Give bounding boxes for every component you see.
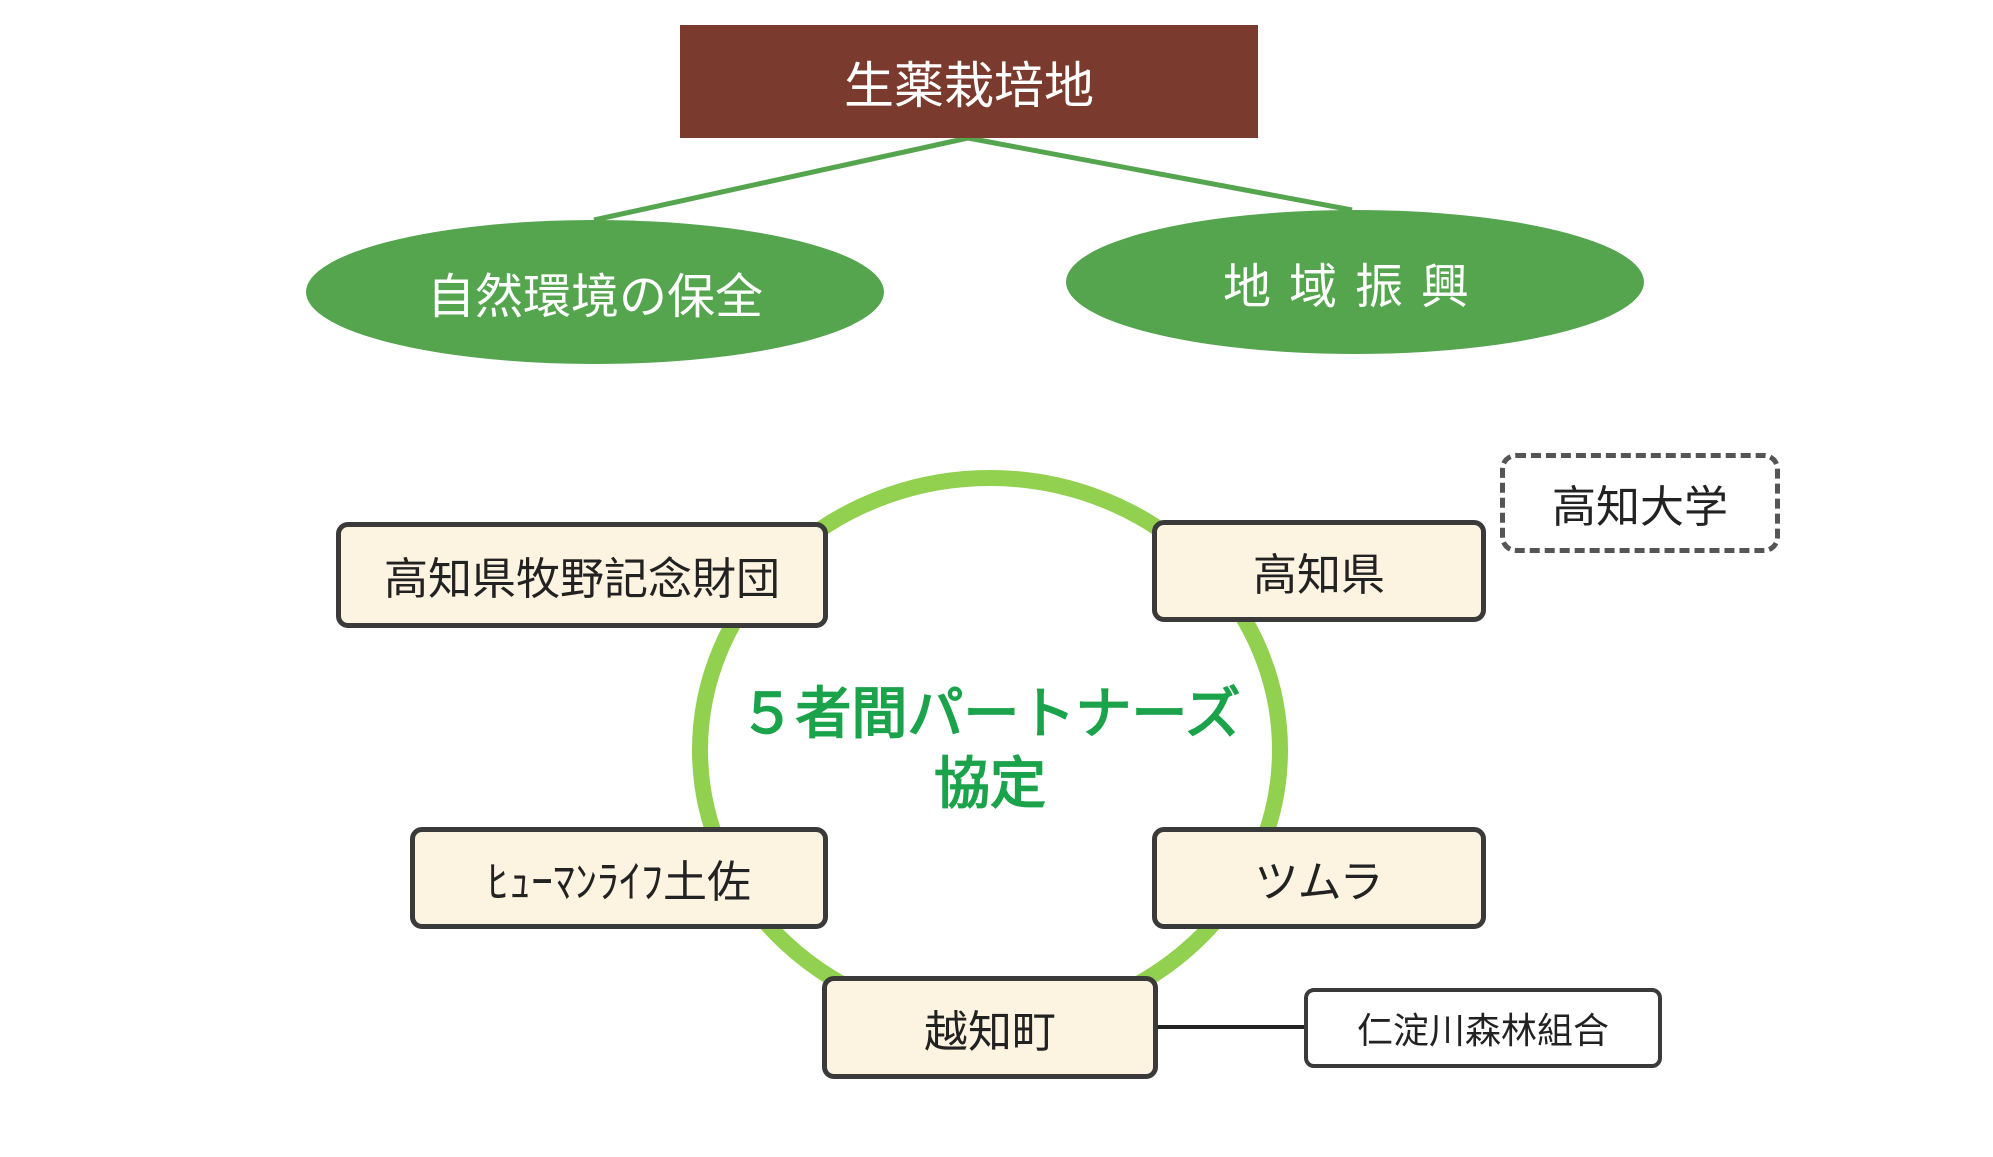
goal-environment-conservation: 自然環境の保全: [306, 220, 884, 364]
goal-regional-revitalization: 地域振興: [1066, 210, 1644, 354]
connector-title-left: [593, 135, 969, 223]
related-kochi-university: 高知大学: [1500, 453, 1780, 553]
partner-human-life-tosa: ﾋｭｰﾏﾝﾗｲﾌ土佐: [410, 827, 828, 929]
partner-kochi-prefecture: 高知県: [1152, 520, 1486, 622]
cultivation-site-title: 生薬栽培地: [680, 25, 1258, 138]
partner-ochi-town: 越知町: [822, 976, 1158, 1079]
agreement-label: ５者間パートナーズ 協定: [680, 680, 1300, 820]
partner-tsumura: ツムラ: [1152, 827, 1486, 929]
partner-makino-foundation: 高知県牧野記念財団: [336, 522, 828, 628]
related-niyodo-forestry-cooperative: 仁淀川森林組合: [1304, 988, 1662, 1068]
connector-title-right: [967, 135, 1353, 213]
agreement-line-1: ５者間パートナーズ: [739, 682, 1241, 747]
agreement-line-2: 協定: [934, 752, 1046, 817]
